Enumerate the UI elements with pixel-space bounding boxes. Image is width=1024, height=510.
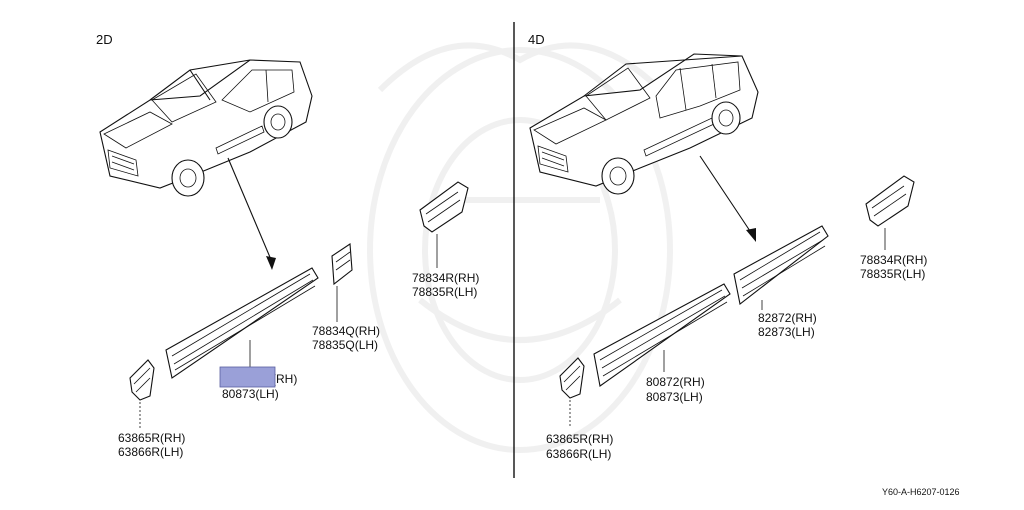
front-molding-2d[interactable] bbox=[331, 243, 353, 286]
svg-text:63865R(RH): 63865R(RH) bbox=[118, 431, 185, 445]
diagram-reference-code: Y60-A-H6207-0126 bbox=[882, 487, 960, 497]
arrow-2d bbox=[227, 157, 276, 270]
rear-molding-4d[interactable] bbox=[865, 175, 915, 227]
svg-text:82872(RH): 82872(RH) bbox=[758, 311, 817, 325]
label-fender-molding-4d: 63865R(RH) 63866R(LH) bbox=[546, 432, 613, 461]
svg-text:82873(LH): 82873(LH) bbox=[758, 325, 815, 339]
svg-text:78835Q(LH): 78835Q(LH) bbox=[312, 338, 378, 352]
svg-text:78835R(LH): 78835R(LH) bbox=[860, 267, 925, 281]
section-4d-title: 4D bbox=[528, 32, 545, 47]
svg-text:80873(LH): 80873(LH) bbox=[222, 387, 279, 401]
svg-text:63866R(LH): 63866R(LH) bbox=[546, 447, 611, 461]
svg-text:(RH): (RH) bbox=[272, 372, 297, 386]
fender-molding-2d[interactable] bbox=[129, 359, 155, 401]
section-2d-title: 2D bbox=[96, 32, 113, 47]
svg-text:78834R(RH): 78834R(RH) bbox=[860, 253, 927, 267]
svg-text:80872(RH): 80872(RH) bbox=[646, 375, 705, 389]
watermark-emblem bbox=[367, 42, 673, 453]
front-door-molding-4d[interactable] bbox=[593, 283, 731, 387]
fender-molding-4d[interactable] bbox=[559, 357, 585, 399]
label-rear-door-molding-4d: 82872(RH) 82873(LH) bbox=[758, 311, 817, 339]
label-rear-molding-4d: 78834R(RH) 78835R(LH) bbox=[860, 253, 927, 281]
door-molding-2d[interactable] bbox=[165, 267, 319, 379]
svg-text:63866R(LH): 63866R(LH) bbox=[118, 445, 183, 459]
svg-text:63865R(RH): 63865R(RH) bbox=[546, 432, 613, 446]
vehicle-4d-illustration bbox=[529, 53, 759, 195]
vehicle-2d-illustration bbox=[99, 59, 313, 197]
svg-text:78834Q(RH): 78834Q(RH) bbox=[312, 324, 380, 338]
rear-door-molding-4d[interactable] bbox=[733, 225, 829, 305]
arrow-4d bbox=[699, 155, 756, 242]
highlight-box bbox=[219, 366, 276, 388]
rear-molding-2d[interactable] bbox=[419, 181, 469, 233]
label-front-door-molding-4d: 80872(RH) 80873(LH) bbox=[646, 375, 705, 404]
svg-text:80873(LH): 80873(LH) bbox=[646, 390, 703, 404]
svg-text:78834R(RH): 78834R(RH) bbox=[412, 271, 479, 285]
label-front-molding-2d: 78834Q(RH) 78835Q(LH) bbox=[312, 324, 380, 352]
svg-text:78835R(LH): 78835R(LH) bbox=[412, 285, 477, 299]
label-fender-molding-2d: 63865R(RH) 63866R(LH) bbox=[118, 431, 185, 459]
label-rear-molding-2d: 78834R(RH) 78835R(LH) bbox=[412, 271, 479, 299]
label-door-molding-2d: (RH) 80873(LH) bbox=[222, 372, 297, 401]
